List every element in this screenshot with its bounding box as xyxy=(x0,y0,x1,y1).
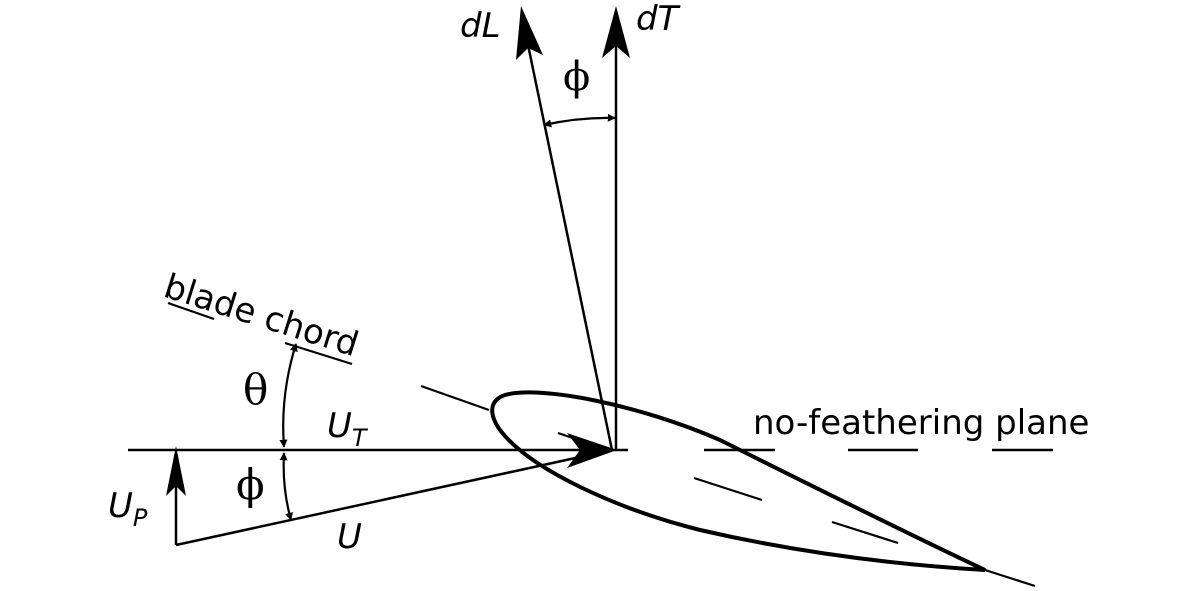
dt-label: dT xyxy=(636,0,681,39)
no-feathering-plane-label: no-feathering plane xyxy=(753,403,1089,443)
dl-arrow-shaft xyxy=(525,39,614,451)
blade-chord-line-outer-right xyxy=(984,568,1036,588)
ut-label-main: U xyxy=(327,406,352,446)
theta-label: θ xyxy=(243,365,268,414)
ut-label-sub: T xyxy=(352,424,369,452)
phi-top-label: ϕ xyxy=(563,54,590,100)
up-label-sub: P xyxy=(133,504,148,532)
blade-chord-line-outer-left xyxy=(420,384,490,412)
u-label: U xyxy=(337,517,362,557)
phi-bottom-label: ϕ xyxy=(236,460,265,509)
u-resultant-line xyxy=(175,448,613,547)
airfoil-outline xyxy=(490,390,986,572)
up-arrowhead xyxy=(166,446,186,496)
ut-arrowhead xyxy=(567,433,617,468)
dt-arrowhead xyxy=(602,6,630,58)
ut-label: UT xyxy=(327,406,369,452)
phi-bottom-arc xyxy=(279,452,293,521)
blade-chord-line-inner-2 xyxy=(693,476,763,502)
up-label-main: U xyxy=(108,486,133,526)
up-label: UP xyxy=(108,486,148,532)
blade-chord-line-inner-3 xyxy=(831,520,899,545)
blade-chord-label: blade chord xyxy=(159,266,363,365)
theta-arc xyxy=(279,343,298,448)
phi-top-arc xyxy=(543,113,616,128)
dl-label: dL xyxy=(460,6,501,46)
dl-arrowhead xyxy=(516,6,543,60)
blade-chord-underline-left xyxy=(167,301,215,321)
